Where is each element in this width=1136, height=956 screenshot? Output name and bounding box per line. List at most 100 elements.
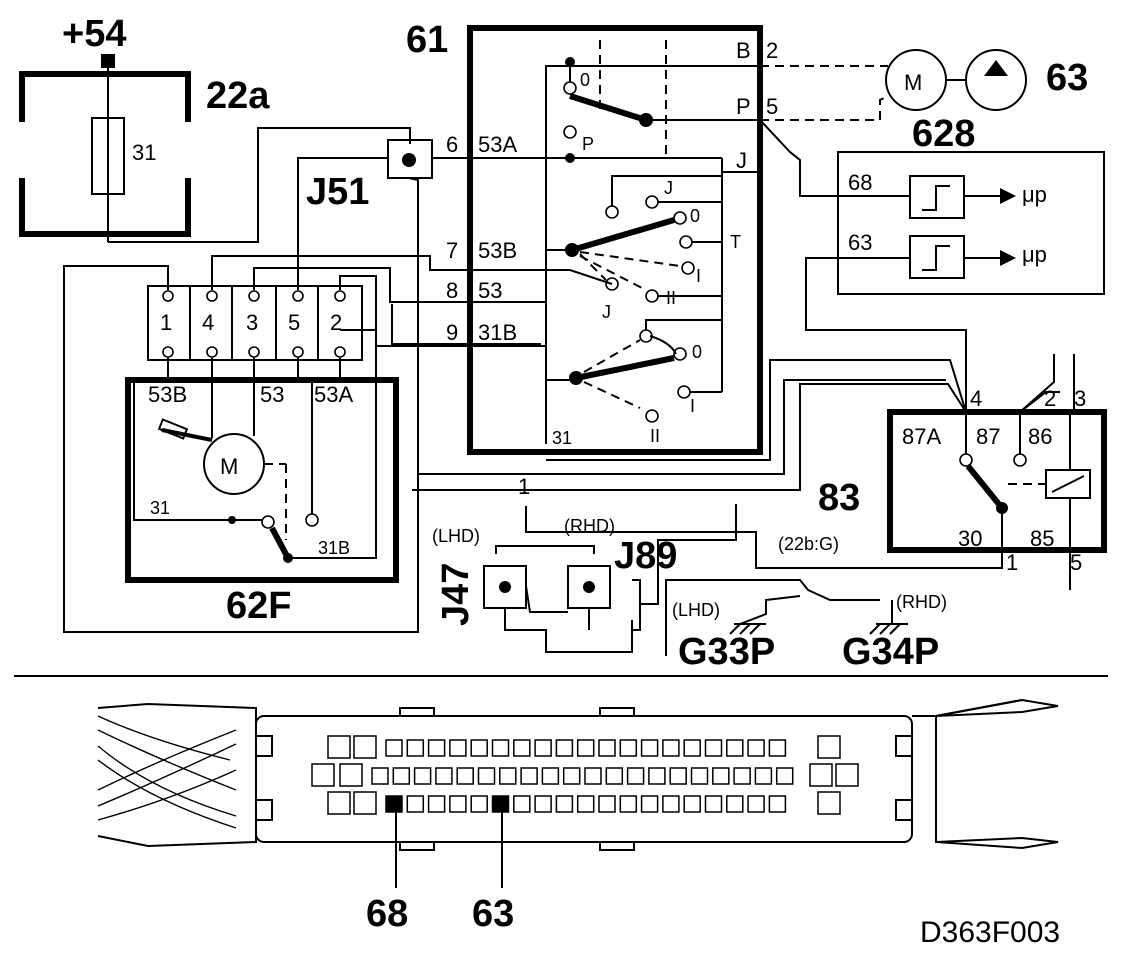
j89-rhd: (RHD): [564, 516, 615, 536]
term-8: 8: [446, 278, 458, 303]
label-22a: 22a: [206, 75, 270, 117]
label-j51: J51: [306, 171, 369, 213]
relay-86: 86: [1028, 424, 1052, 449]
conn-pin-2: 2: [330, 310, 342, 335]
ecu-pin: [809, 763, 833, 787]
label-pump-63: 63: [1046, 57, 1088, 99]
ecu-pin: [353, 791, 377, 815]
pin-label-68: 68: [366, 893, 408, 935]
label-j89: J89: [614, 535, 677, 577]
ecu-pin: [477, 767, 496, 785]
ecu-pin: [747, 739, 765, 757]
ecu-pin: [413, 767, 432, 785]
ecu-pin: [435, 767, 453, 785]
label-plus54: +54: [62, 13, 126, 55]
ecu-pin: [456, 767, 474, 785]
relay-pin-3: 3: [1074, 386, 1086, 411]
label-83: 83: [818, 477, 860, 519]
label-62f: 62F: [226, 585, 291, 627]
ecu-pin: [619, 739, 638, 757]
ecu-pin: [311, 763, 335, 787]
ecu-pin: [726, 795, 744, 813]
ecu-pin: [371, 767, 389, 785]
ecu-pin: [541, 767, 560, 785]
ecu-input-68: 68: [848, 170, 872, 195]
ecu-connector: [97, 698, 1059, 851]
relay-pin-5: 5: [1070, 550, 1082, 575]
ecu-628: [837, 151, 1105, 295]
ecu-pin: [406, 739, 425, 757]
ecu-pin: [754, 767, 773, 785]
ecu-pin: [491, 739, 510, 757]
pos-t: T: [730, 232, 741, 252]
relay-85: 85: [1030, 526, 1054, 551]
ecu-pin: [712, 767, 730, 785]
ecu-output-up-1: μp: [1022, 182, 1047, 207]
ecu-pin: [817, 791, 841, 815]
term-5: 5: [766, 94, 778, 119]
term-31b: 31B: [478, 320, 517, 345]
relay-87a: 87A: [902, 424, 941, 449]
ecu-pin: [619, 795, 638, 813]
relay-pin-1: 1: [1006, 550, 1018, 575]
ecu-pin: [470, 795, 488, 813]
label-628: 628: [912, 113, 975, 155]
term-2: 2: [766, 38, 778, 63]
ecu-pin: [427, 795, 446, 813]
ecu-pin: [704, 739, 723, 757]
term-53a: 53A: [478, 132, 517, 157]
term-6: 6: [446, 132, 458, 157]
ecu-pin: [669, 767, 687, 785]
ecu-pin: [768, 795, 787, 813]
ecu-pin: [353, 735, 377, 759]
conn-pin-4: 4: [202, 310, 214, 335]
ecu-pin: [555, 739, 574, 757]
term-b: B: [736, 38, 751, 63]
fuse-box-22a: [8, 54, 202, 242]
label-g33p: G33P: [678, 631, 775, 673]
relay-30: 30: [958, 526, 982, 551]
relay-83: [887, 409, 1107, 553]
pos-0-mid: 0: [690, 206, 700, 226]
term-31: 31: [552, 428, 572, 448]
motor-m-label: M: [220, 454, 238, 479]
wire-1-label: 1: [518, 474, 530, 499]
ecu-pin: [726, 739, 744, 757]
ecu-pin: [327, 735, 351, 759]
conn-pin-5: 5: [288, 310, 300, 335]
ecu-pin: [513, 739, 531, 757]
term-53b: 53B: [478, 238, 517, 263]
motor-53: 53: [260, 382, 284, 407]
pos-i-low: I: [690, 396, 695, 416]
ecu-pin: [513, 795, 531, 813]
motor-31: 31: [150, 498, 170, 518]
ecu-pin-63: [491, 795, 510, 813]
conn-pin-1: 1: [160, 310, 172, 335]
term-p: P: [736, 94, 751, 119]
motor-31b: 31B: [318, 538, 350, 558]
ecu-pin: [576, 795, 595, 813]
ecu-pin: [427, 739, 446, 757]
ecu-pin: [704, 795, 723, 813]
ecu-pin: [768, 739, 787, 757]
relay-87: 87: [976, 424, 1000, 449]
j47-lhd: (LHD): [432, 526, 480, 546]
g33p-lhd: (LHD): [672, 600, 720, 620]
ecu-pin: [640, 739, 659, 757]
pin-label-63: 63: [472, 893, 514, 935]
g34p-rhd: (RHD): [896, 592, 947, 612]
term-j: J: [736, 148, 747, 173]
ecu-pin: [520, 767, 538, 785]
term-9: 9: [446, 320, 458, 345]
junction-j51: [387, 139, 433, 179]
pos-ii-low: II: [650, 426, 660, 446]
ecu-pin: [449, 795, 467, 813]
ecu-pin: [733, 767, 751, 785]
ecu-pin: [499, 767, 517, 785]
ecu-pin-68: [385, 795, 403, 813]
ecu-pin: [747, 795, 765, 813]
ecu-pin: [775, 767, 794, 785]
pos-ii-mid: II: [666, 288, 676, 308]
motor-53b: 53B: [148, 382, 187, 407]
